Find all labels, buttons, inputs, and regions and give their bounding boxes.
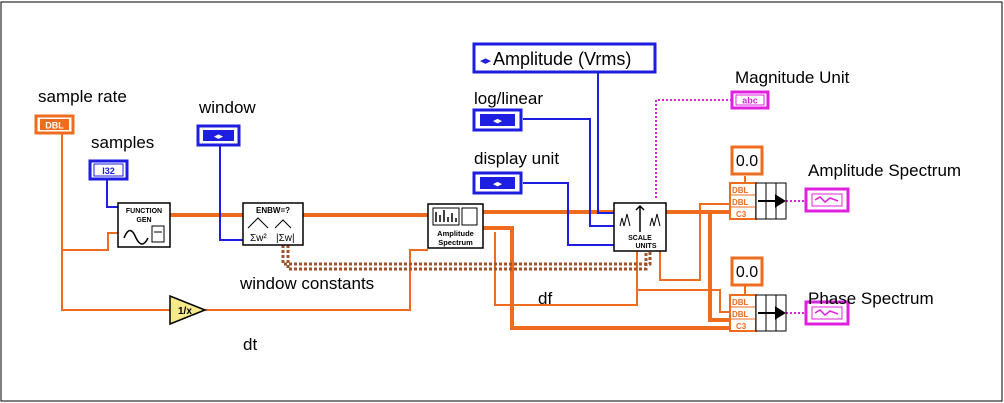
samples-type-label: I32 (102, 166, 115, 176)
wire-dt (205, 249, 428, 311)
scale-units-label-2: UNITS (636, 243, 657, 250)
wire-df-phase (636, 250, 730, 313)
amp-spectrum-label-1: Amplitude (437, 229, 474, 238)
bundle-dbl-1: DBL (732, 298, 749, 307)
magnitude-unit-indicator: abc (730, 90, 770, 110)
scale-units-label-1: SCALE (628, 235, 652, 242)
wire-log-linear (523, 118, 614, 227)
waveform-icon (814, 196, 839, 204)
wire-sample-rate (61, 133, 170, 311)
sample-rate-type-label: DBL (45, 121, 64, 131)
window-constants-label: window constants (240, 274, 375, 293)
sum-w-icon-2: |Σw| (276, 233, 295, 244)
spectrum-graph-icon (432, 207, 460, 226)
wire-display-unit (523, 182, 614, 246)
wire-window-constants-2 (286, 245, 648, 271)
waveform-icon (814, 309, 839, 317)
enbw-label: ENBW=? (256, 206, 290, 215)
wire-df-amp (659, 203, 730, 281)
bundle-arrow-icon (758, 194, 786, 208)
wires (61, 72, 806, 330)
function-gen-label-2: GEN (136, 217, 151, 224)
amplitude-const-value: 0.0 (736, 153, 758, 170)
amplitude-ring-label: Amplitude (Vrms) (493, 49, 631, 69)
wire-amplitude-ring (597, 72, 614, 214)
sine-wave-icon (123, 229, 149, 245)
wire-window (219, 145, 243, 241)
window-ring-terminal[interactable]: ◂▸ (196, 124, 241, 147)
reciprocal-icon: 1/x (178, 306, 192, 317)
function-generator-vi[interactable]: FUNCTION GEN (117, 202, 171, 248)
window-shape-icon (247, 217, 269, 229)
window-label: window (199, 98, 256, 117)
display-unit-label: display unit (474, 149, 560, 168)
sample-rate-label: sample rate (38, 87, 127, 106)
bundle-dbl-1: DBL (732, 186, 749, 195)
samples-terminal[interactable]: I32 (88, 159, 129, 181)
magnitude-unit-type-label: abc (742, 96, 758, 106)
sample-rate-terminal[interactable]: DBL (34, 114, 75, 135)
bundle-arrow-icon (758, 306, 786, 320)
function-gen-label-1: FUNCTION (126, 208, 162, 215)
wire-sample-rate-to-gen (62, 232, 118, 251)
display-unit-ring-terminal[interactable]: ◂▸ (472, 171, 523, 195)
scale-arrow-icon (635, 204, 645, 232)
phase-spectrum-graph-terminal[interactable] (804, 300, 850, 326)
amplitude-bundle-node[interactable]: DBL DBL C3 (729, 182, 787, 220)
dt-label: dt (243, 335, 258, 354)
ring-arrows-icon: ◂▸ (493, 116, 503, 126)
reciprocal-node[interactable]: 1/x (169, 294, 208, 326)
ring-arrows-icon: ◂▸ (214, 131, 224, 141)
amplitude-spectrum-vi[interactable]: Amplitude Spectrum (427, 203, 484, 249)
scaled-window-vi[interactable]: ENBW=? Σw² |Σw| (242, 202, 304, 246)
log-linear-ring-terminal[interactable]: ◂▸ (472, 108, 523, 132)
log-linear-label: log/linear (474, 89, 543, 108)
bundle-dbl-2: DBL (732, 198, 749, 207)
amp-spectrum-label-2: Spectrum (438, 238, 473, 247)
ring-arrows-icon: ◂▸ (480, 55, 492, 67)
ring-arrows-icon: ◂▸ (493, 179, 503, 189)
bundle-dbl-2: DBL (732, 310, 749, 319)
amplitude-const[interactable]: 0.0 (730, 145, 764, 176)
amplitude-vrms-ring[interactable]: ◂▸ Amplitude (Vrms) (472, 42, 657, 74)
df-label: df (538, 289, 553, 308)
sum-w-icon: Σw² (250, 233, 267, 244)
wire-window-constants (281, 245, 652, 266)
amplitude-spectrum-label: Amplitude Spectrum (808, 161, 962, 180)
magnitude-unit-label: Magnitude Unit (735, 68, 850, 87)
phase-const[interactable]: 0.0 (730, 256, 764, 287)
wire-samples (106, 180, 118, 208)
bundle-c: C3 (736, 210, 747, 219)
phase-bundle-node[interactable]: DBL DBL C3 (729, 294, 787, 332)
phase-spectrum-label: Phase Spectrum (808, 289, 934, 308)
wire-phase-out (483, 226, 730, 330)
bundle-c: C3 (736, 322, 747, 331)
graph-icon (151, 225, 165, 243)
amplitude-spectrum-graph-terminal[interactable] (804, 187, 850, 213)
spectrum-unit-conversion-vi[interactable]: SCALE UNITS (613, 202, 667, 252)
wire-magnitude-unit (655, 99, 732, 198)
phase-const-value: 0.0 (736, 264, 758, 281)
wire-amplitude-out (666, 210, 730, 322)
samples-label: samples (91, 133, 155, 152)
